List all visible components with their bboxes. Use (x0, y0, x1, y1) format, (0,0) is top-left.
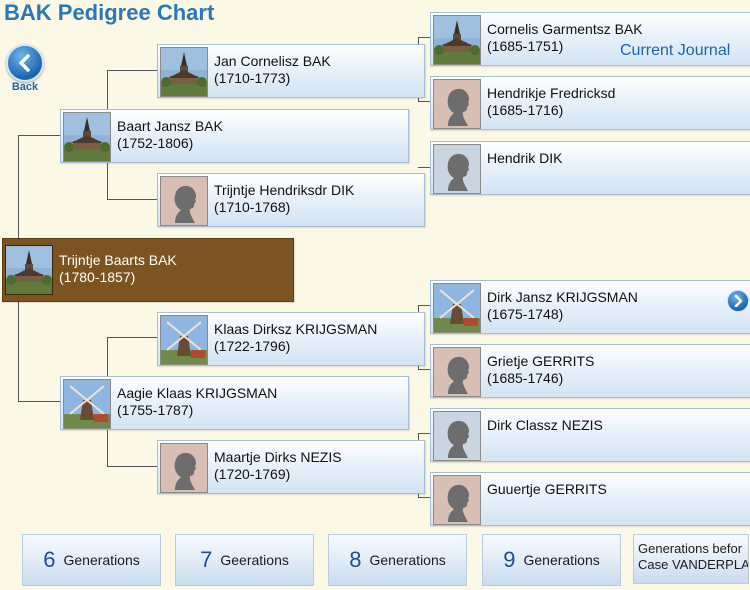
generations-before-line1: Generations befor (638, 541, 743, 556)
generation-count: 8 (349, 547, 362, 572)
generation-count: 9 (503, 547, 516, 572)
person-card-ggf-3[interactable]: Dirk Jansz KRIJGSMAN (1675-1748) (430, 280, 750, 334)
back-label: Back (11, 81, 39, 93)
person-name: Baart Jansz BAK (117, 118, 223, 134)
person-name: Cornelis Garmentsz BAK (487, 21, 643, 37)
generations-9-button[interactable]: 9 Generations (482, 534, 621, 586)
person-years: (1755-1787) (117, 402, 194, 418)
windmill-photo-icon (433, 283, 481, 333)
person-card-ggm-4[interactable]: Guuertje GERRITS (430, 472, 750, 526)
connector-line (418, 37, 430, 38)
generations-8-button[interactable]: 8 Generations (328, 534, 467, 586)
person-card-mother[interactable]: Aagie Klaas KRIJGSMAN (1755-1787) (60, 376, 409, 430)
connector-line (18, 135, 60, 136)
back-button[interactable]: Back (5, 44, 45, 93)
generations-before-button[interactable]: Generations befor Case VANDERPLA (633, 534, 749, 584)
person-years: (1685-1746) (487, 370, 564, 386)
person-name: Dirk Jansz KRIJGSMAN (487, 289, 638, 305)
connector-line (107, 199, 157, 200)
back-arrow-icon (6, 44, 44, 82)
person-card-ggf-1[interactable]: Cornelis Garmentsz BAK (1685-1751) (430, 12, 750, 66)
current-journal-link[interactable]: Current Journal (620, 42, 731, 59)
connector-line (418, 433, 430, 434)
person-name: Dirk Classz NEZIS (487, 417, 603, 433)
connector-line (107, 466, 157, 467)
generation-label: Generations (63, 552, 140, 568)
person-card-ggm-3[interactable]: Grietje GERRITS (1685-1746) (430, 344, 750, 398)
person-years: (1780-1857) (59, 269, 136, 285)
generations-7-button[interactable]: 7 Geerations (175, 534, 314, 586)
silhouette-icon (433, 79, 481, 129)
generation-label: Generations (523, 552, 600, 568)
person-name: Klaas Dirksz KRIJGSMAN (214, 321, 378, 337)
connector-line (107, 70, 157, 71)
person-years: (1710-1768) (214, 199, 291, 215)
person-years: (1685-1716) (487, 102, 564, 118)
person-card-paternal-grandfather[interactable]: Jan Cornelisz BAK (1710-1773) (157, 44, 425, 98)
generation-count: 6 (43, 547, 56, 572)
person-years: (1720-1769) (214, 466, 291, 482)
person-years: (1675-1748) (487, 306, 564, 322)
silhouette-icon (160, 176, 208, 226)
church-photo-icon (433, 15, 481, 65)
connector-line (418, 101, 430, 102)
connector-line (418, 497, 430, 498)
person-card-root[interactable]: Trijntje Baarts BAK (1780-1857) (2, 238, 294, 302)
person-years: (1710-1773) (214, 70, 291, 86)
forward-arrow-icon[interactable] (727, 290, 749, 312)
silhouette-icon (433, 475, 481, 525)
person-years: (1685-1751) (487, 38, 564, 54)
connector-line (107, 337, 157, 338)
silhouette-icon (433, 411, 481, 461)
windmill-photo-icon (63, 379, 111, 429)
person-name: Maartje Dirks NEZIS (214, 449, 342, 465)
person-years: (1752-1806) (117, 135, 194, 151)
person-card-father[interactable]: Baart Jansz BAK (1752-1806) (60, 109, 409, 163)
windmill-photo-icon (160, 315, 208, 365)
person-name: Guuertje GERRITS (487, 481, 607, 497)
person-name: Grietje GERRITS (487, 353, 595, 369)
church-photo-icon (5, 245, 53, 295)
connector-line (18, 401, 60, 402)
connector-line (418, 167, 430, 168)
person-years: (1722-1796) (214, 338, 291, 354)
person-card-ggm-1[interactable]: Hendrikje Fredricksd (1685-1716) (430, 76, 750, 130)
person-name: Aagie Klaas KRIJGSMAN (117, 385, 278, 401)
person-card-ggf-4[interactable]: Dirk Classz NEZIS (430, 408, 750, 462)
person-card-maternal-grandmother[interactable]: Maartje Dirks NEZIS (1720-1769) (157, 440, 425, 494)
church-photo-icon (63, 112, 111, 162)
generation-label: Geerations (220, 552, 289, 568)
person-name: Trijntje Baarts BAK (59, 252, 177, 268)
church-photo-icon (160, 47, 208, 97)
person-name: Hendrikje Fredricksd (487, 85, 616, 101)
person-name: Hendrik DIK (487, 150, 563, 166)
generation-label: Generations (369, 552, 446, 568)
person-name: Trijntje Hendriksdr DIK (214, 182, 355, 198)
person-name: Jan Cornelisz BAK (214, 53, 331, 69)
generations-before-line2: Case VANDERPLA (638, 557, 749, 572)
connector-line (418, 369, 430, 370)
silhouette-icon (433, 144, 481, 194)
person-card-paternal-grandmother[interactable]: Trijntje Hendriksdr DIK (1710-1768) (157, 173, 425, 227)
generations-6-button[interactable]: 6 Generations (22, 534, 161, 586)
person-card-maternal-grandfather[interactable]: Klaas Dirksz KRIJGSMAN (1722-1796) (157, 312, 425, 366)
person-card-ggf-2[interactable]: Hendrik DIK (430, 141, 750, 195)
silhouette-icon (160, 443, 208, 493)
silhouette-icon (433, 347, 481, 397)
generation-count: 7 (200, 547, 213, 572)
page-title: BAK Pedigree Chart (4, 0, 215, 25)
connector-line (418, 305, 430, 306)
